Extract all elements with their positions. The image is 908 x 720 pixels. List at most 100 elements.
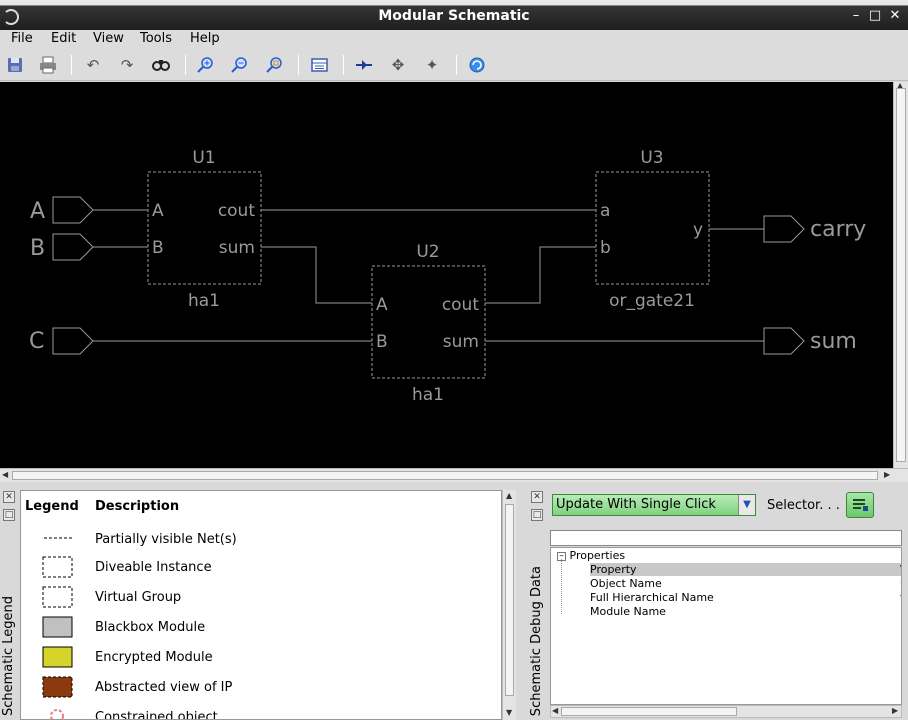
menu-edit[interactable]: Edit bbox=[51, 31, 77, 46]
scroll-thumb[interactable] bbox=[561, 707, 737, 716]
u2-pin-sum: sum bbox=[443, 332, 479, 352]
instance-u3[interactable] bbox=[595, 171, 710, 285]
debug-horizontal-scrollbar[interactable]: ◀ ▶ bbox=[550, 705, 902, 718]
scroll-up-icon[interactable]: ▲ bbox=[897, 81, 904, 90]
menu-help[interactable]: Help bbox=[190, 31, 220, 46]
zoom-fit-icon[interactable] bbox=[264, 54, 286, 76]
legend-desc: Abstracted view of IP bbox=[95, 680, 233, 695]
menu-file[interactable]: File bbox=[11, 31, 33, 46]
scroll-left-icon[interactable]: ◀ bbox=[552, 706, 559, 715]
expand-icon[interactable]: ✦ bbox=[425, 56, 439, 74]
description-header: Description bbox=[95, 499, 180, 514]
u3-pin-a: a bbox=[600, 201, 610, 221]
debug-filter-input[interactable] bbox=[550, 530, 902, 546]
toolbar-separator bbox=[456, 55, 457, 75]
port-sum[interactable] bbox=[763, 327, 805, 355]
legend-scrollbar[interactable]: ▲ ▼ bbox=[502, 490, 516, 720]
scroll-right-icon[interactable]: ▶ bbox=[884, 470, 891, 479]
u1-pin-a: A bbox=[152, 201, 164, 221]
close-button[interactable]: ✕ bbox=[889, 8, 901, 23]
print-icon[interactable] bbox=[37, 54, 59, 76]
net-u2-cout[interactable] bbox=[485, 246, 596, 304]
scroll-left-icon[interactable]: ◀ bbox=[2, 470, 9, 479]
minimize-button[interactable]: – bbox=[852, 8, 860, 23]
net-u1-sum[interactable] bbox=[261, 246, 372, 304]
close-icon[interactable]: ✕ bbox=[3, 491, 15, 503]
port-c-label: C bbox=[29, 329, 44, 354]
legend-row: Diveable Instance bbox=[21, 556, 501, 587]
port-carry[interactable] bbox=[763, 215, 805, 243]
app-icon bbox=[3, 9, 19, 25]
u3-name: U3 bbox=[640, 148, 663, 168]
port-a[interactable] bbox=[52, 196, 94, 224]
toolbar-separator bbox=[298, 55, 299, 75]
update-mode-dropdown[interactable]: Update With Single Click ▼ bbox=[552, 494, 756, 516]
list-settings-icon bbox=[853, 499, 868, 511]
instance-u1[interactable] bbox=[147, 171, 262, 285]
canvas-horizontal-scrollbar[interactable]: ◀ ▶ bbox=[0, 468, 908, 482]
update-mode-value: Update With Single Click bbox=[556, 497, 716, 512]
tree-item-property[interactable]: PropertyV bbox=[590, 563, 901, 576]
scroll-thumb[interactable] bbox=[12, 471, 878, 480]
u1-name: U1 bbox=[192, 148, 215, 168]
scroll-thumb[interactable] bbox=[896, 88, 906, 462]
tree-root[interactable]: – Properties bbox=[557, 549, 625, 562]
port-carry-label: carry bbox=[810, 217, 866, 242]
scroll-up-icon[interactable]: ▲ bbox=[506, 491, 513, 500]
scroll-down-icon[interactable]: ▼ bbox=[506, 708, 513, 717]
tree-item-module-name[interactable]: Module Nameh bbox=[590, 605, 901, 618]
zoom-out-icon[interactable] bbox=[229, 54, 251, 76]
panel-icon[interactable] bbox=[308, 54, 330, 76]
debug-tab-label[interactable]: Schematic Debug Data bbox=[529, 565, 544, 716]
restore-icon[interactable]: □ bbox=[3, 509, 15, 521]
port-c[interactable] bbox=[52, 327, 94, 355]
save-icon[interactable] bbox=[4, 54, 26, 76]
close-icon[interactable]: ✕ bbox=[531, 491, 543, 503]
tree-item-object-name[interactable]: Object NameU bbox=[590, 577, 901, 590]
virtual-group-icon bbox=[42, 586, 73, 608]
u2-name: U2 bbox=[416, 242, 439, 262]
u3-pin-y: y bbox=[693, 220, 703, 240]
legend-desc: Constrained object bbox=[95, 710, 218, 720]
debug-pane: ✕ □ Schematic Debug Data Update With Sin… bbox=[528, 488, 908, 720]
u2-pin-b: B bbox=[376, 332, 388, 352]
maximize-button[interactable]: □ bbox=[868, 8, 882, 23]
nets bbox=[93, 209, 764, 342]
port-b[interactable] bbox=[52, 233, 94, 261]
scroll-right-icon[interactable]: ▶ bbox=[892, 706, 899, 715]
chevron-down-icon[interactable]: ▼ bbox=[738, 495, 755, 515]
u1-pin-cout: cout bbox=[218, 201, 256, 221]
tree-root-label: Properties bbox=[569, 549, 626, 562]
window-title: Modular Schematic bbox=[378, 8, 530, 24]
net-icon[interactable] bbox=[353, 54, 375, 76]
constrained-object-icon bbox=[50, 709, 64, 719]
find-icon[interactable] bbox=[150, 54, 172, 76]
legend-row: Blackbox Module bbox=[21, 616, 501, 647]
redo-icon[interactable]: ↷ bbox=[120, 56, 134, 74]
tree-item-full-hierarchical-name[interactable]: Full Hierarchical Namef bbox=[590, 591, 901, 604]
legend-side-tab: ✕ □ Schematic Legend bbox=[0, 488, 20, 720]
u1-pin-b: B bbox=[152, 238, 164, 258]
legend-row: Encrypted Module bbox=[21, 646, 501, 677]
zoom-in-icon[interactable] bbox=[195, 54, 217, 76]
abstracted-ip-icon bbox=[42, 676, 73, 698]
legend-desc: Virtual Group bbox=[95, 590, 182, 605]
selector-button[interactable] bbox=[846, 492, 874, 518]
diveable-instance-icon bbox=[42, 556, 73, 578]
blackbox-module-icon bbox=[42, 616, 73, 638]
instance-u2[interactable] bbox=[371, 265, 486, 379]
schematic-canvas[interactable]: A B C carry sum U1 ha1 U2 ha1 U3 or_gate… bbox=[0, 82, 893, 468]
undo-icon[interactable]: ↶ bbox=[86, 56, 100, 74]
restore-icon[interactable]: □ bbox=[531, 509, 543, 521]
move-icon[interactable]: ✥ bbox=[391, 56, 405, 74]
legend-tab-label[interactable]: Schematic Legend bbox=[1, 595, 16, 716]
canvas-vertical-scrollbar[interactable]: ▲ bbox=[893, 81, 908, 468]
scroll-thumb[interactable] bbox=[505, 504, 514, 696]
tree-guide bbox=[561, 559, 562, 614]
refresh-icon[interactable] bbox=[466, 54, 488, 76]
port-a-label: A bbox=[30, 199, 45, 224]
title-bar: Modular Schematic – □ ✕ bbox=[0, 0, 908, 30]
menu-tools[interactable]: Tools bbox=[140, 31, 173, 46]
u1-module: ha1 bbox=[188, 291, 220, 311]
menu-view[interactable]: View bbox=[93, 31, 124, 46]
